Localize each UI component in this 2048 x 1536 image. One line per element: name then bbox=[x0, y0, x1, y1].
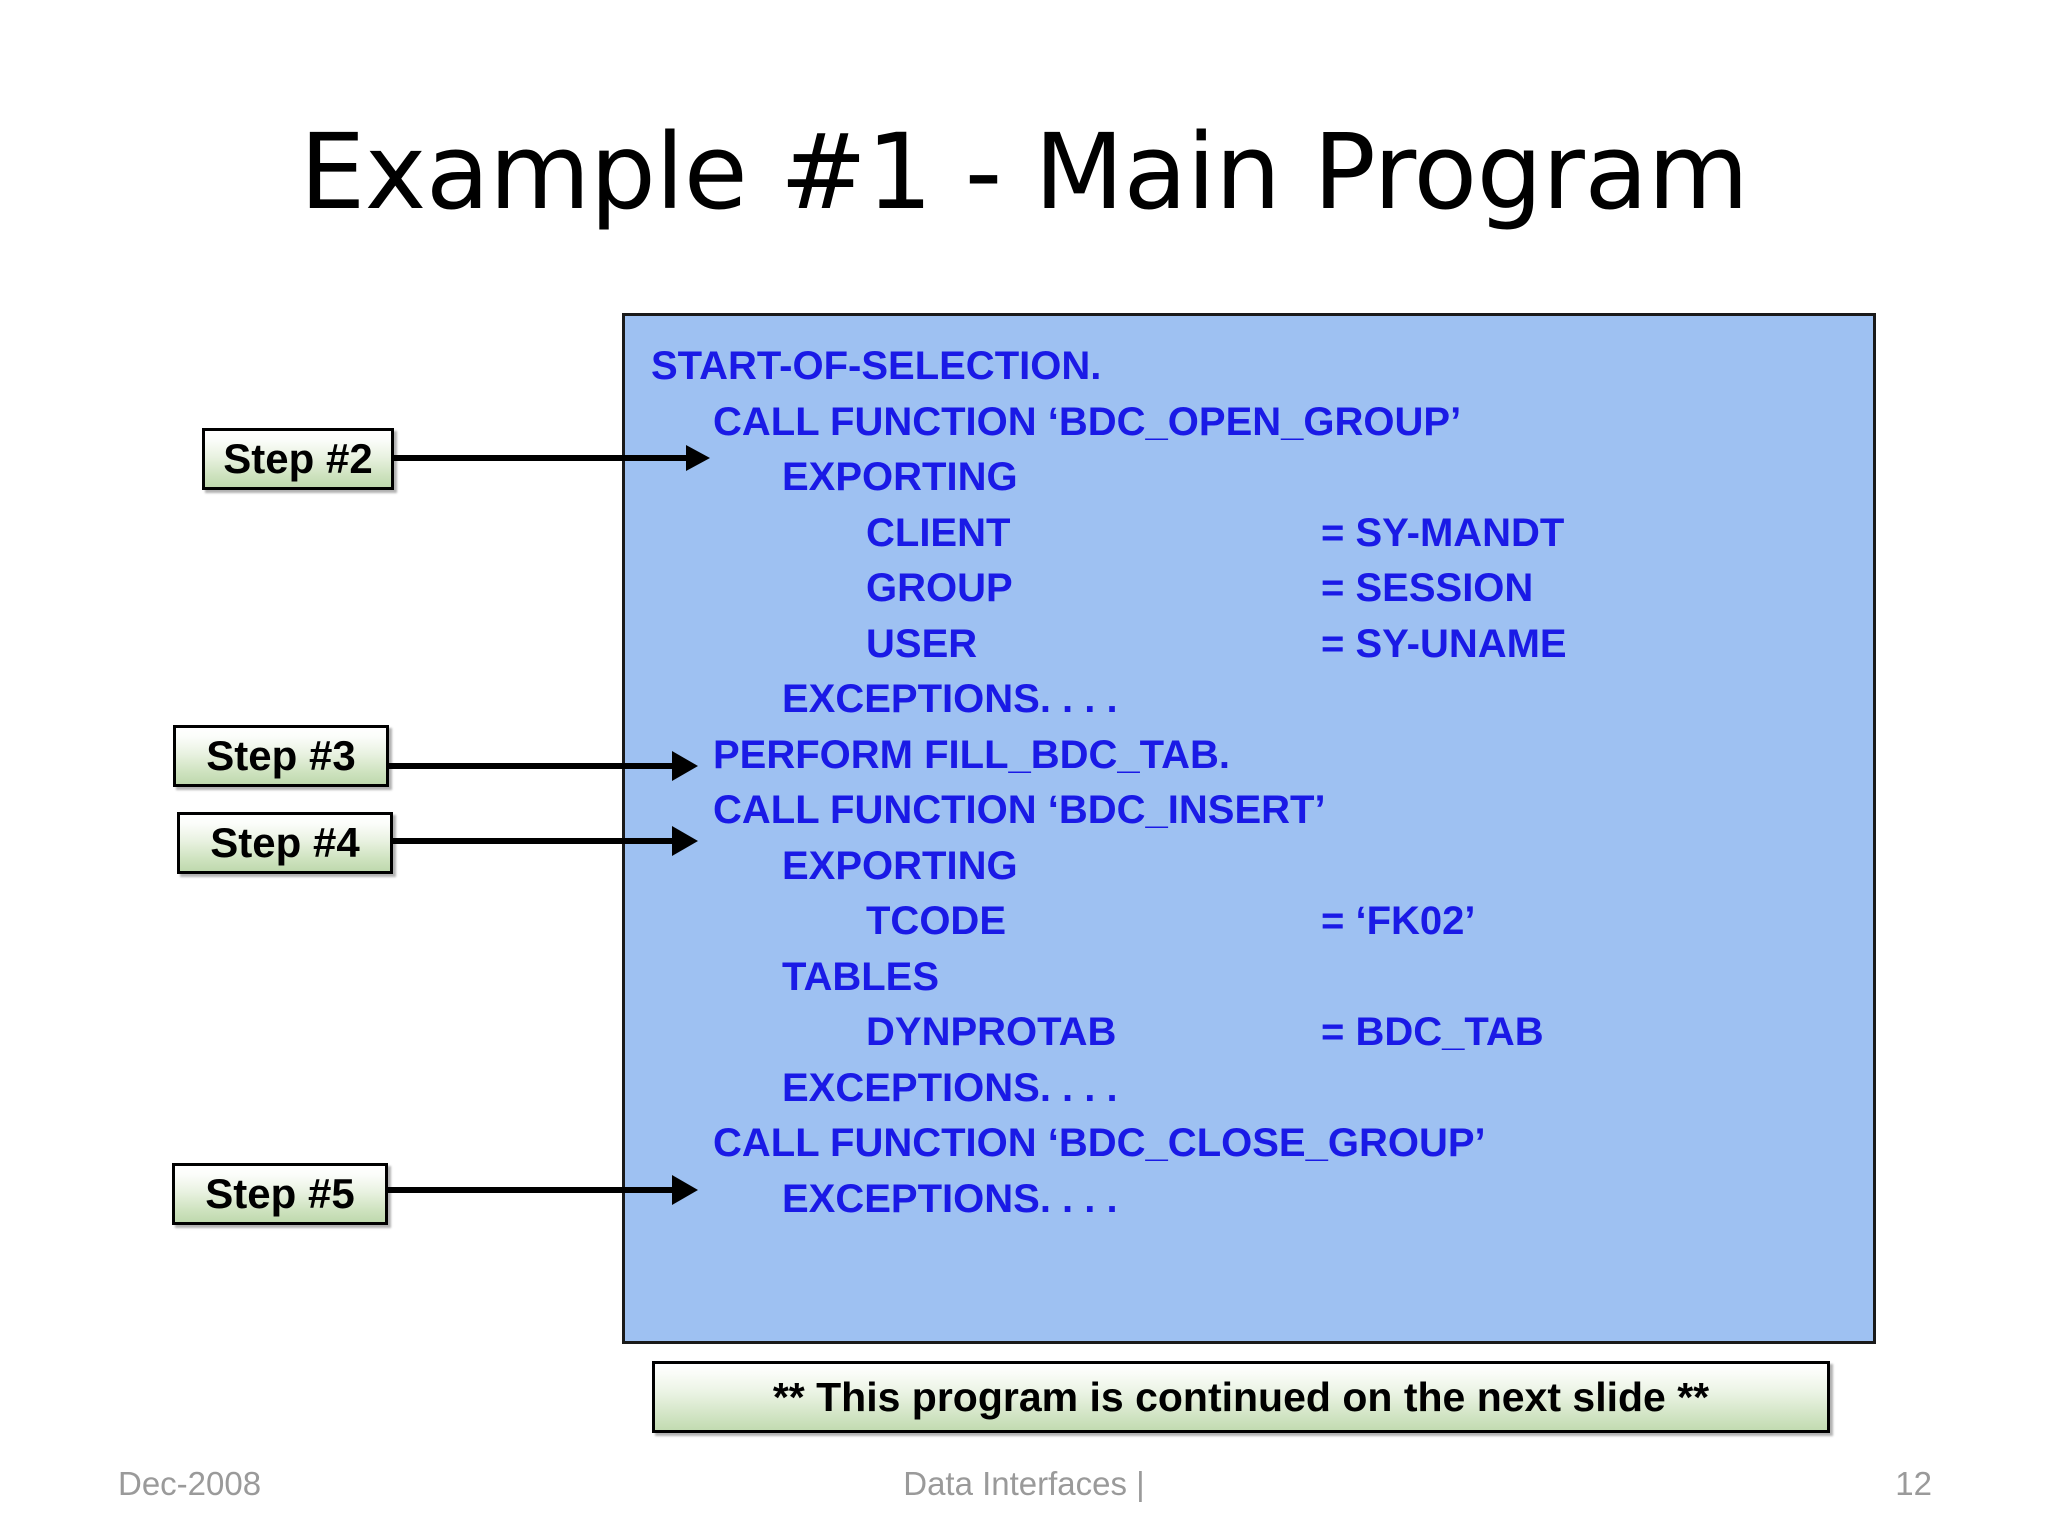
code-line-text: EXPORTING bbox=[782, 843, 1018, 888]
step-box-2-label: Step #2 bbox=[223, 435, 373, 482]
code-line: CALL FUNCTION ‘BDC_CLOSE_GROUP’ bbox=[651, 1116, 1867, 1172]
code-line-value: = ‘FK02’ bbox=[1321, 899, 1476, 943]
step-box-4-label: Step #4 bbox=[210, 819, 360, 866]
code-line-text: CLIENT bbox=[866, 510, 1011, 555]
continuation-note: ** This program is continued on the next… bbox=[652, 1361, 1830, 1433]
connector-step-5 bbox=[388, 1187, 674, 1193]
step-box-4[interactable]: Step #4 bbox=[177, 812, 393, 874]
code-line-value: = SY-MANDT bbox=[1321, 510, 1565, 555]
footer-subject: Data Interfaces | bbox=[903, 1465, 1145, 1502]
footer-date: Dec-2008 bbox=[118, 1465, 262, 1502]
code-line: CALL FUNCTION ‘BDC_INSERT’ bbox=[651, 783, 1867, 839]
arrow-head-step-2 bbox=[686, 445, 710, 471]
step-box-3[interactable]: Step #3 bbox=[173, 725, 389, 787]
code-line: TABLES bbox=[651, 950, 1867, 1006]
code-line-text: GROUP bbox=[866, 566, 1013, 610]
code-line: START-OF-SELECTION. bbox=[651, 339, 1867, 395]
code-line: USER = SY-UNAME bbox=[651, 617, 1867, 673]
connector-step-3 bbox=[389, 763, 674, 769]
code-line: EXPORTING bbox=[651, 839, 1867, 895]
step-box-2[interactable]: Step #2 bbox=[202, 428, 394, 490]
code-line: CALL FUNCTION ‘BDC_OPEN_GROUP’ bbox=[651, 395, 1867, 451]
code-line-text: START-OF-SELECTION. bbox=[651, 344, 1102, 388]
code-line-text: EXCEPTIONS. . . . bbox=[782, 1176, 1118, 1221]
step-box-3-label: Step #3 bbox=[206, 732, 356, 779]
code-panel: START-OF-SELECTION. CALL FUNCTION ‘BDC_OP… bbox=[622, 313, 1876, 1344]
code-line-text: CALL FUNCTION ‘BDC_OPEN_GROUP’ bbox=[713, 399, 1462, 444]
code-line: GROUP = SESSION bbox=[651, 561, 1867, 617]
code-line-value: = BDC_TAB bbox=[1321, 1010, 1544, 1054]
code-line-text: CALL FUNCTION ‘BDC_INSERT’ bbox=[713, 788, 1326, 832]
connector-step-4 bbox=[393, 838, 674, 844]
arrow-head-step-5 bbox=[672, 1175, 698, 1205]
code-line: EXCEPTIONS. . . . bbox=[651, 672, 1867, 728]
step-box-5[interactable]: Step #5 bbox=[172, 1163, 388, 1225]
code-line: EXCEPTIONS. . . . bbox=[651, 1061, 1867, 1117]
code-line-value: = SESSION bbox=[1321, 566, 1534, 610]
footer-page-number: 12 bbox=[1895, 1465, 1932, 1502]
code-line: EXPORTING bbox=[651, 450, 1867, 506]
code-line-text: TABLES bbox=[782, 954, 940, 999]
code-line-text: PERFORM FILL_BDC_TAB. bbox=[713, 732, 1231, 777]
code-line: CLIENT = SY-MANDT bbox=[651, 506, 1867, 562]
connector-step-2 bbox=[394, 455, 688, 461]
continuation-note-label: ** This program is continued on the next… bbox=[772, 1373, 1710, 1420]
code-line-text: TCODE bbox=[866, 899, 1006, 943]
code-line-text: EXPORTING bbox=[782, 455, 1018, 499]
code-line-text: DYNPROTAB bbox=[866, 1010, 1117, 1054]
step-box-5-label: Step #5 bbox=[205, 1170, 355, 1217]
arrow-head-step-4 bbox=[672, 826, 698, 856]
code-line: EXCEPTIONS. . . . bbox=[651, 1172, 1867, 1228]
code-line-text: USER bbox=[866, 621, 978, 666]
code-line: DYNPROTAB = BDC_TAB bbox=[651, 1005, 1867, 1061]
code-line-text: EXCEPTIONS. . . . bbox=[782, 677, 1118, 721]
page-title: Example #1 - Main Program bbox=[299, 111, 1749, 233]
code-line-text: EXCEPTIONS. . . . bbox=[782, 1065, 1118, 1110]
code-line-text: CALL FUNCTION ‘BDC_CLOSE_GROUP’ bbox=[713, 1121, 1486, 1165]
code-line-value: = SY-UNAME bbox=[1321, 621, 1567, 666]
code-listing: START-OF-SELECTION. CALL FUNCTION ‘BDC_OP… bbox=[651, 339, 1867, 1227]
code-line: TCODE = ‘FK02’ bbox=[651, 894, 1867, 950]
code-line: PERFORM FILL_BDC_TAB. bbox=[651, 728, 1867, 784]
arrow-head-step-3 bbox=[672, 751, 698, 781]
